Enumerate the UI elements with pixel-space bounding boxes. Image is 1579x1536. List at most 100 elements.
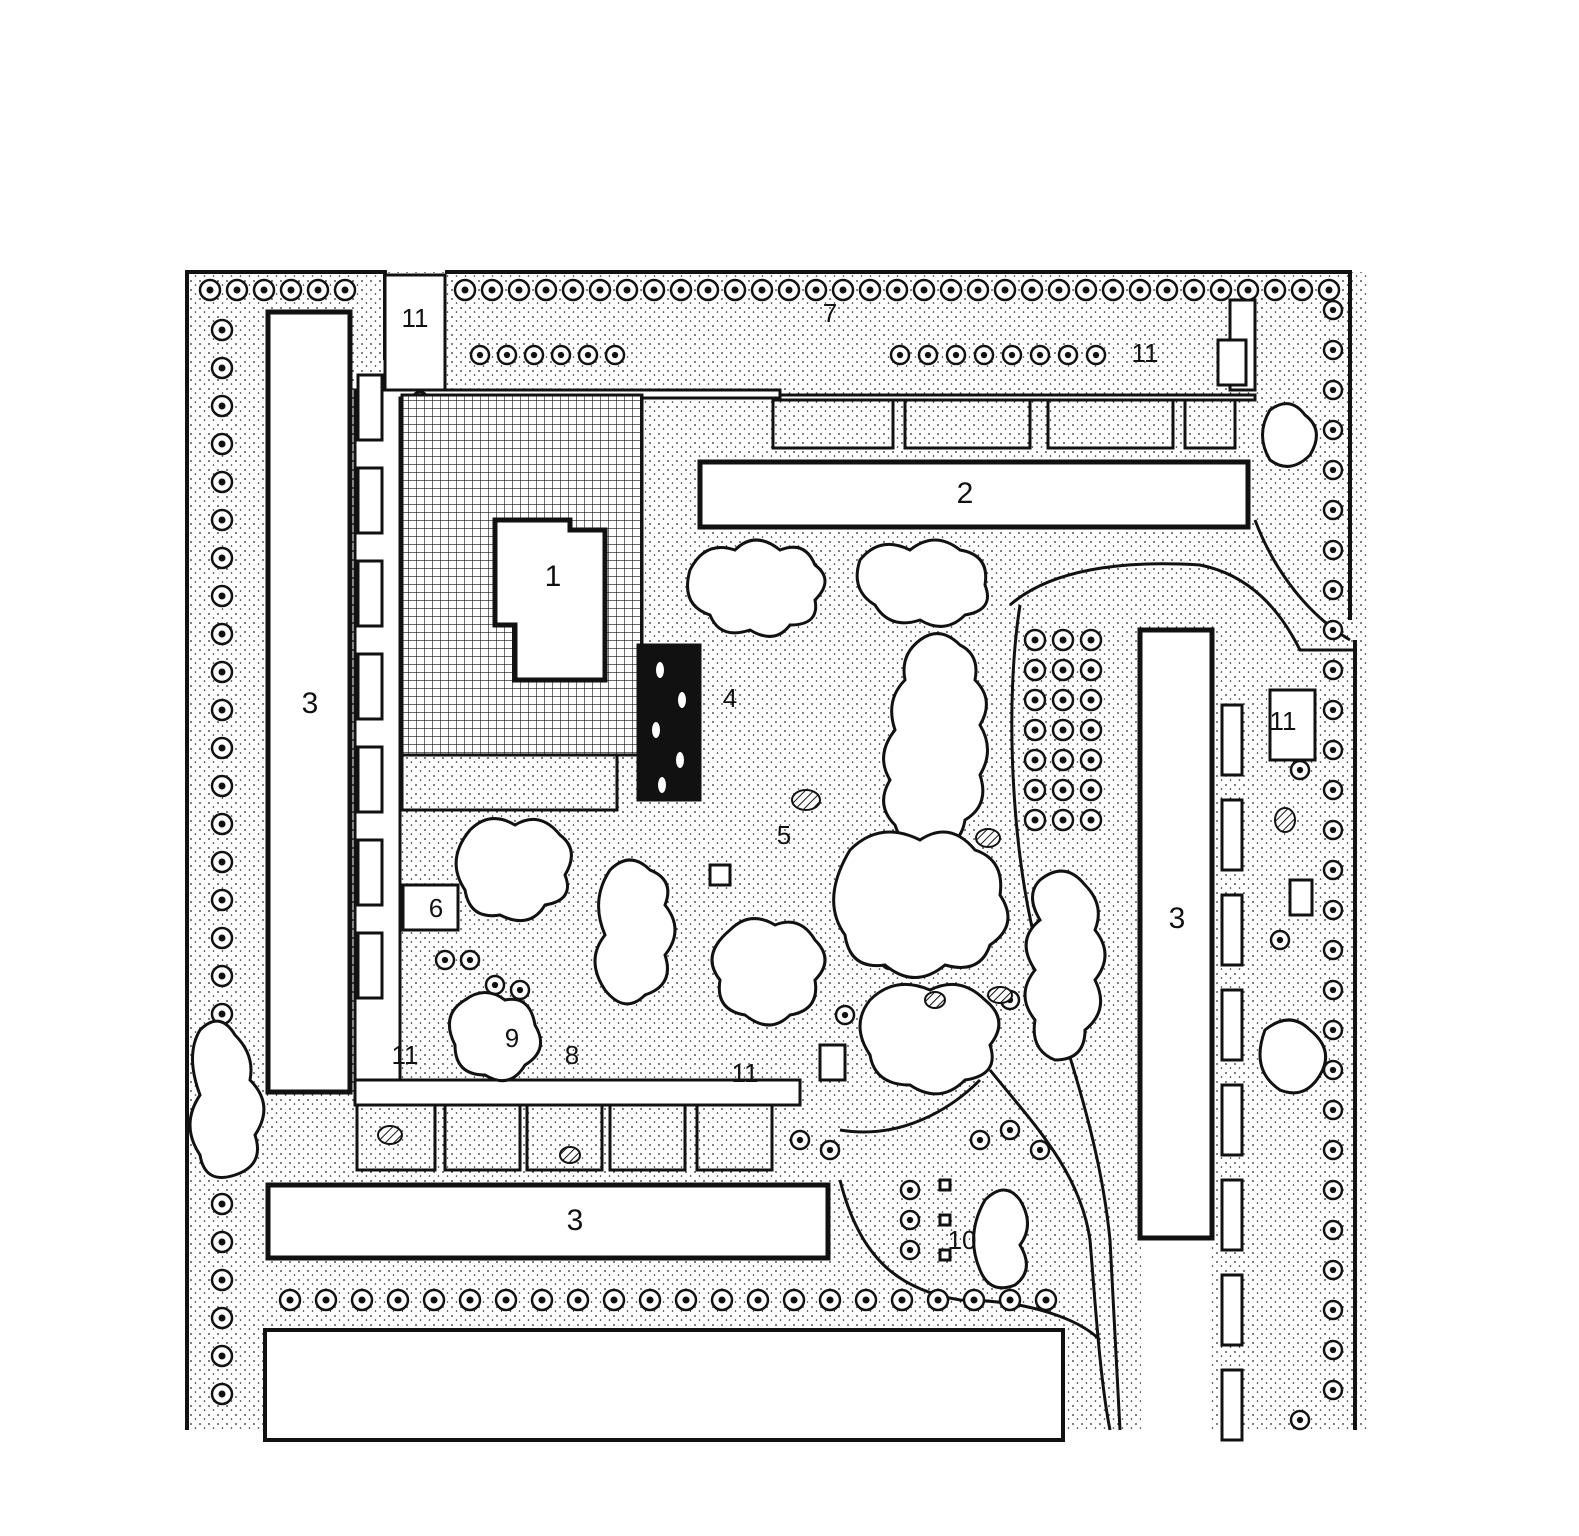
parking-bay — [1220, 893, 1244, 967]
tree-icon — [210, 698, 234, 722]
tree-icon — [602, 1288, 626, 1312]
label-building-right: 3 — [1169, 902, 1186, 935]
tree-icon — [789, 1129, 811, 1151]
tree-icon — [638, 1288, 662, 1312]
tree-icon — [1051, 628, 1075, 652]
tree-icon — [831, 278, 855, 302]
tree-icon — [1289, 759, 1311, 781]
tree-icon — [1182, 278, 1206, 302]
tree-icon — [912, 278, 936, 302]
tree-icon — [1269, 929, 1291, 951]
tree-icon — [777, 278, 801, 302]
tree-icon — [1322, 979, 1344, 1001]
tree-icon — [782, 1288, 806, 1312]
parking-bay — [1220, 1273, 1244, 1347]
label-playground-5: 5 — [777, 820, 791, 850]
building-bottom — [265, 1182, 831, 1261]
tree-icon — [917, 344, 939, 366]
tree-icon — [507, 278, 531, 302]
tree-icon — [1322, 339, 1344, 361]
tree-icon — [1023, 718, 1047, 742]
pool-highlights — [652, 662, 686, 793]
tree-icon — [819, 1139, 841, 1161]
tree-icon — [1322, 459, 1344, 481]
tree-icon — [1322, 1139, 1344, 1161]
tree-icon — [534, 278, 558, 302]
parking-bay — [1220, 1178, 1244, 1252]
tree-icon — [890, 1288, 914, 1312]
tree-icon — [210, 736, 234, 760]
tree-icon — [854, 1288, 878, 1312]
tree-icon — [210, 470, 234, 494]
tree-icon — [1023, 808, 1047, 832]
label-zone-9: 9 — [505, 1023, 519, 1053]
tree-icon — [750, 278, 774, 302]
tree-icon — [1322, 1299, 1344, 1321]
tree-icon — [1322, 739, 1344, 761]
tree-icon — [1209, 278, 1233, 302]
parking-bay — [1220, 1083, 1244, 1157]
parking-bay — [1220, 988, 1244, 1062]
tree-icon — [210, 888, 234, 912]
tree-icon — [210, 1268, 234, 1292]
tree-icon — [604, 344, 626, 366]
label-zone-10: 10 — [948, 1225, 977, 1255]
tree-icon — [1322, 659, 1344, 681]
label-parking-right: 11 — [1270, 706, 1297, 736]
tree-icon — [1322, 699, 1344, 721]
tree-icon — [210, 432, 234, 456]
tree-icon — [1001, 344, 1023, 366]
parking-bay — [1220, 703, 1244, 777]
tree-icon — [210, 1230, 234, 1254]
tree-icon — [1079, 808, 1103, 832]
tree-icon — [350, 1288, 374, 1312]
tree-rows — [198, 278, 1344, 1431]
tree-icon — [509, 979, 531, 1001]
tree-icon — [1322, 579, 1344, 601]
tree-icon — [1023, 658, 1047, 682]
tree-icon — [496, 344, 518, 366]
tree-icon — [746, 1288, 770, 1312]
tree-icon — [1322, 899, 1344, 921]
tree-icon — [1085, 344, 1107, 366]
tree-icon — [969, 1129, 991, 1151]
tree-icon — [710, 1288, 734, 1312]
tree-icon — [210, 660, 234, 684]
tree-icon — [966, 278, 990, 302]
tree-icon — [1023, 688, 1047, 712]
tree-icon — [834, 1004, 856, 1026]
tree-icon — [566, 1288, 590, 1312]
tree-icon — [899, 1209, 921, 1231]
tree-icon — [858, 278, 882, 302]
tree-icon — [1079, 718, 1103, 742]
tree-icon — [1290, 278, 1314, 302]
label-zone-8: 8 — [565, 1040, 579, 1070]
tree-icon — [1023, 778, 1047, 802]
tree-icon — [999, 1119, 1021, 1141]
tree-icon — [1029, 344, 1051, 366]
label-building-bottom: 3 — [567, 1204, 584, 1237]
tree-icon — [1322, 379, 1344, 401]
tree-icon — [210, 850, 234, 874]
tree-icon — [926, 1288, 950, 1312]
parking-bay — [356, 559, 384, 628]
tree-icon — [386, 1288, 410, 1312]
parking-bay — [356, 838, 384, 907]
tree-icon — [210, 1192, 234, 1216]
tree-icon — [1322, 1059, 1344, 1081]
parking-bay — [356, 466, 384, 535]
parking-bay — [1220, 1368, 1244, 1442]
tree-icon — [642, 278, 666, 302]
tree-icon — [885, 278, 909, 302]
tree-icon — [1079, 628, 1103, 652]
tree-icon — [1079, 778, 1103, 802]
tree-icon — [210, 964, 234, 988]
tree-icon — [615, 278, 639, 302]
tree-icon — [1079, 748, 1103, 772]
tree-icon — [1322, 1179, 1344, 1201]
tree-icon — [530, 1288, 554, 1312]
tree-icon — [1051, 718, 1075, 742]
label-parking-bottom-left: 11 — [392, 1040, 419, 1070]
tree-icon — [1057, 344, 1079, 366]
